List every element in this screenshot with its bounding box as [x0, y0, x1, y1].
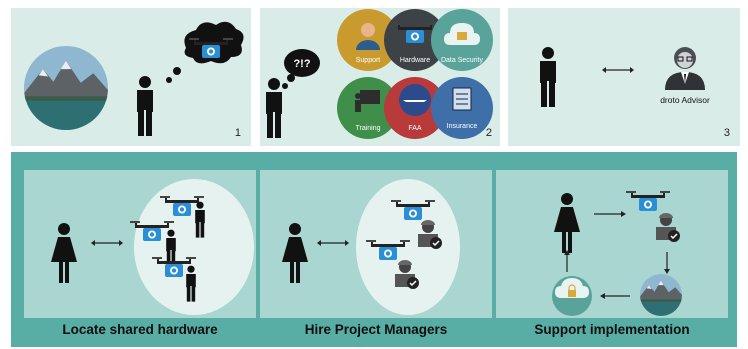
bubble-hardware: Hardware — [384, 9, 446, 71]
arrow-left — [600, 293, 630, 299]
person-icon — [282, 223, 308, 283]
panel-number: 2 — [485, 127, 492, 139]
panel-2-art: ?!? Support Hardware Data Security Train… — [266, 9, 493, 139]
advisor-icon — [665, 47, 705, 90]
person-icon — [51, 223, 77, 283]
panel-number: 3 — [723, 127, 730, 139]
person-icon — [540, 47, 556, 107]
subpanel-hire — [260, 170, 492, 318]
caption-hire: Hire Project Managers — [304, 322, 448, 337]
double-arrow — [316, 239, 350, 247]
question-bubble — [284, 49, 320, 77]
hardware-pool — [134, 179, 254, 315]
caption-locate: Locate shared hardware — [62, 322, 218, 337]
caption-support: Support implementation — [534, 322, 690, 337]
arrow-right — [594, 211, 626, 217]
bubble-data-security: Data Security — [431, 9, 493, 71]
panel-number: 1 — [234, 127, 241, 139]
panel-3: droto Advisor 3 — [508, 8, 740, 146]
svg-text:Data Security: Data Security — [441, 57, 484, 64]
panel-1-art — [24, 21, 244, 136]
bubble-faa: FAA — [384, 77, 446, 139]
panel-3-art: droto Advisor — [540, 47, 710, 107]
subpanel-locate — [24, 170, 256, 318]
advisor-label: droto Advisor — [660, 95, 710, 105]
drone-icon — [626, 191, 670, 211]
person-icon — [137, 76, 153, 136]
bubble-support: Support — [337, 9, 399, 71]
arrow-down — [664, 252, 670, 274]
subpanel-support-art — [552, 191, 682, 316]
panel-2: ?!? Support Hardware Data Security Train… — [260, 8, 500, 146]
question-text: ?!? — [293, 58, 310, 70]
svg-text:Support: Support — [356, 57, 381, 64]
panel-1: 1 — [11, 8, 251, 146]
double-arrow — [90, 239, 124, 247]
subpanel-hire-art — [282, 179, 460, 315]
bubble-training: Training — [337, 77, 399, 139]
svg-text:FAA: FAA — [408, 125, 422, 132]
person-icon — [554, 193, 580, 253]
double-arrow — [601, 66, 635, 74]
person-icon — [266, 78, 282, 138]
landscape-image — [640, 274, 682, 316]
svg-text:Hardware: Hardware — [400, 57, 430, 64]
svg-text:Insurance: Insurance — [447, 123, 478, 130]
manager-icon — [655, 212, 681, 243]
subpanel-locate-art — [51, 179, 254, 315]
bottom-band: Locate shared hardware Hire Project Mana… — [11, 152, 737, 347]
subpanel-support — [496, 170, 728, 318]
bubble-insurance: Insurance — [431, 77, 493, 139]
cloud-security-icon — [552, 276, 592, 316]
arrow-up — [564, 250, 570, 272]
landscape-image — [24, 46, 108, 130]
manager-pool — [356, 179, 460, 315]
svg-text:Training: Training — [355, 125, 380, 132]
